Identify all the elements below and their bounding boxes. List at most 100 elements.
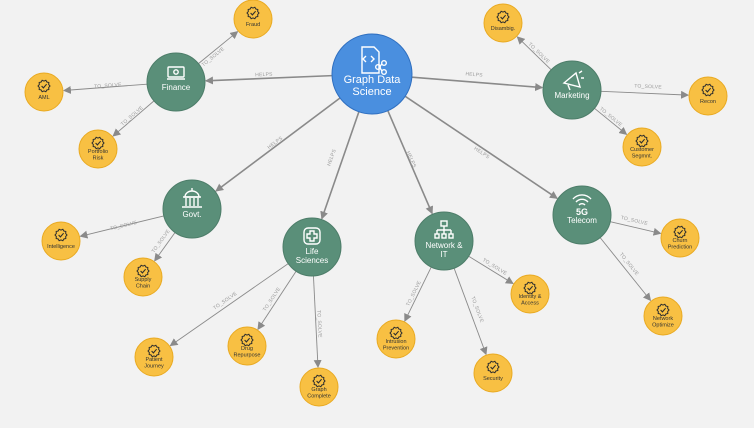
edge-label: TO_SOLVE: [120, 105, 145, 128]
edge-label: HELPS: [405, 150, 418, 169]
node-intel[interactable]: Intelligence: [41, 221, 81, 261]
node-circle: [376, 319, 416, 359]
edge-govt-supply: TO_SOLVE: [151, 228, 176, 262]
money-icon: [167, 66, 185, 80]
node-label: Risk: [93, 156, 104, 162]
edge-network-intrusion: TO_SOLVE: [404, 266, 432, 322]
edge-line: [411, 76, 544, 92]
edge-line: [198, 31, 239, 64]
node-circle: [146, 52, 206, 112]
check-badge-icon: [523, 281, 537, 295]
5g-signal-icon: 5G: [572, 194, 592, 217]
node-label: Supply: [135, 277, 152, 283]
edge-line: [169, 263, 289, 347]
edge-label: HELPS: [326, 148, 338, 167]
node-identity[interactable]: Identity &Access: [510, 274, 550, 314]
edge-telecom-netopt: TO_SOLVE: [599, 237, 652, 302]
edge-label: TO_SOLVE: [94, 82, 122, 90]
node-label: Identity &: [519, 294, 542, 300]
edge-gds-telecom: HELPS: [404, 95, 558, 199]
node-label: Prediction: [668, 245, 692, 251]
edge-line: [320, 111, 360, 220]
edge-label: HELPS: [267, 135, 285, 151]
node-circle: [473, 353, 513, 393]
node-label: Network &: [426, 241, 464, 250]
node-marketing[interactable]: Marketing: [542, 60, 602, 120]
edge-gds-life: HELPS: [320, 111, 360, 220]
node-label: Prevention: [383, 346, 409, 352]
node-label: Drug: [241, 346, 253, 352]
edge-gds-network: HELPS: [387, 110, 434, 215]
check-badge-icon: [37, 79, 51, 93]
node-disamb[interactable]: Disambig.: [483, 3, 523, 43]
edge-label: TO_SOLVE: [110, 220, 139, 232]
node-circle: [123, 257, 163, 297]
check-badge-icon: [496, 10, 510, 24]
edge-line: [257, 270, 297, 331]
edge-label: TO_SOLVE: [469, 296, 484, 324]
edge-line: [215, 97, 341, 192]
node-recon[interactable]: Recon: [688, 76, 728, 116]
node-label: Journey: [144, 364, 164, 370]
edge-line: [312, 275, 322, 369]
node-label: AML: [38, 95, 49, 101]
node-circle: [282, 217, 342, 277]
node-finance[interactable]: Finance: [146, 52, 206, 112]
node-security[interactable]: Security: [473, 353, 513, 393]
edge-finance-portfolio: TO_SOLVE: [112, 100, 155, 137]
node-label: Portfolio: [88, 149, 108, 155]
node-circle: [331, 33, 413, 115]
node-label: Sciences: [296, 256, 328, 265]
node-circle: [162, 179, 222, 239]
node-circle: [660, 218, 700, 258]
node-circle: [688, 76, 728, 116]
node-label: Recon: [700, 99, 716, 105]
node-label: Intelligence: [47, 244, 75, 250]
node-aml[interactable]: AML: [24, 72, 64, 112]
edge-line: [404, 266, 432, 322]
edge-label: TO_SOLVE: [598, 106, 623, 128]
node-circle: [299, 367, 339, 407]
node-label: Network: [653, 316, 673, 322]
edge-life-graphc: TO_SOLVE: [312, 275, 323, 369]
node-label: Govt.: [182, 210, 201, 219]
code-share-icon: [361, 46, 388, 75]
edge-finance-aml: TO_SOLVE: [62, 82, 148, 94]
edge-line: [594, 107, 628, 136]
edge-marketing-recon: TO_SOLVE: [600, 83, 690, 99]
node-label: Life: [306, 247, 319, 256]
check-badge-icon: [656, 303, 670, 317]
check-badge-icon: [136, 264, 150, 278]
node-label: Finance: [162, 83, 191, 92]
edge-line: [404, 95, 558, 199]
edge-gds-marketing: HELPS: [411, 71, 544, 92]
node-label: Segmnt.: [632, 154, 653, 160]
node-fraud[interactable]: Fraud: [233, 0, 273, 39]
edge-line: [610, 221, 662, 236]
edge-line: [600, 90, 690, 99]
node-govt[interactable]: Govt.: [162, 179, 222, 239]
node-label: Intrusion: [385, 339, 406, 345]
edge-label: TO_SOLVE: [201, 46, 226, 68]
node-circle: [542, 60, 602, 120]
edge-label: HELPS: [465, 71, 483, 78]
node-circle: [227, 326, 267, 366]
edge-gds-govt: HELPS: [215, 97, 341, 192]
edge-line: [79, 215, 164, 239]
edge-label: TO_SOLVE: [481, 257, 508, 277]
node-circle: [233, 0, 273, 39]
node-network[interactable]: Network &IT: [414, 211, 474, 271]
